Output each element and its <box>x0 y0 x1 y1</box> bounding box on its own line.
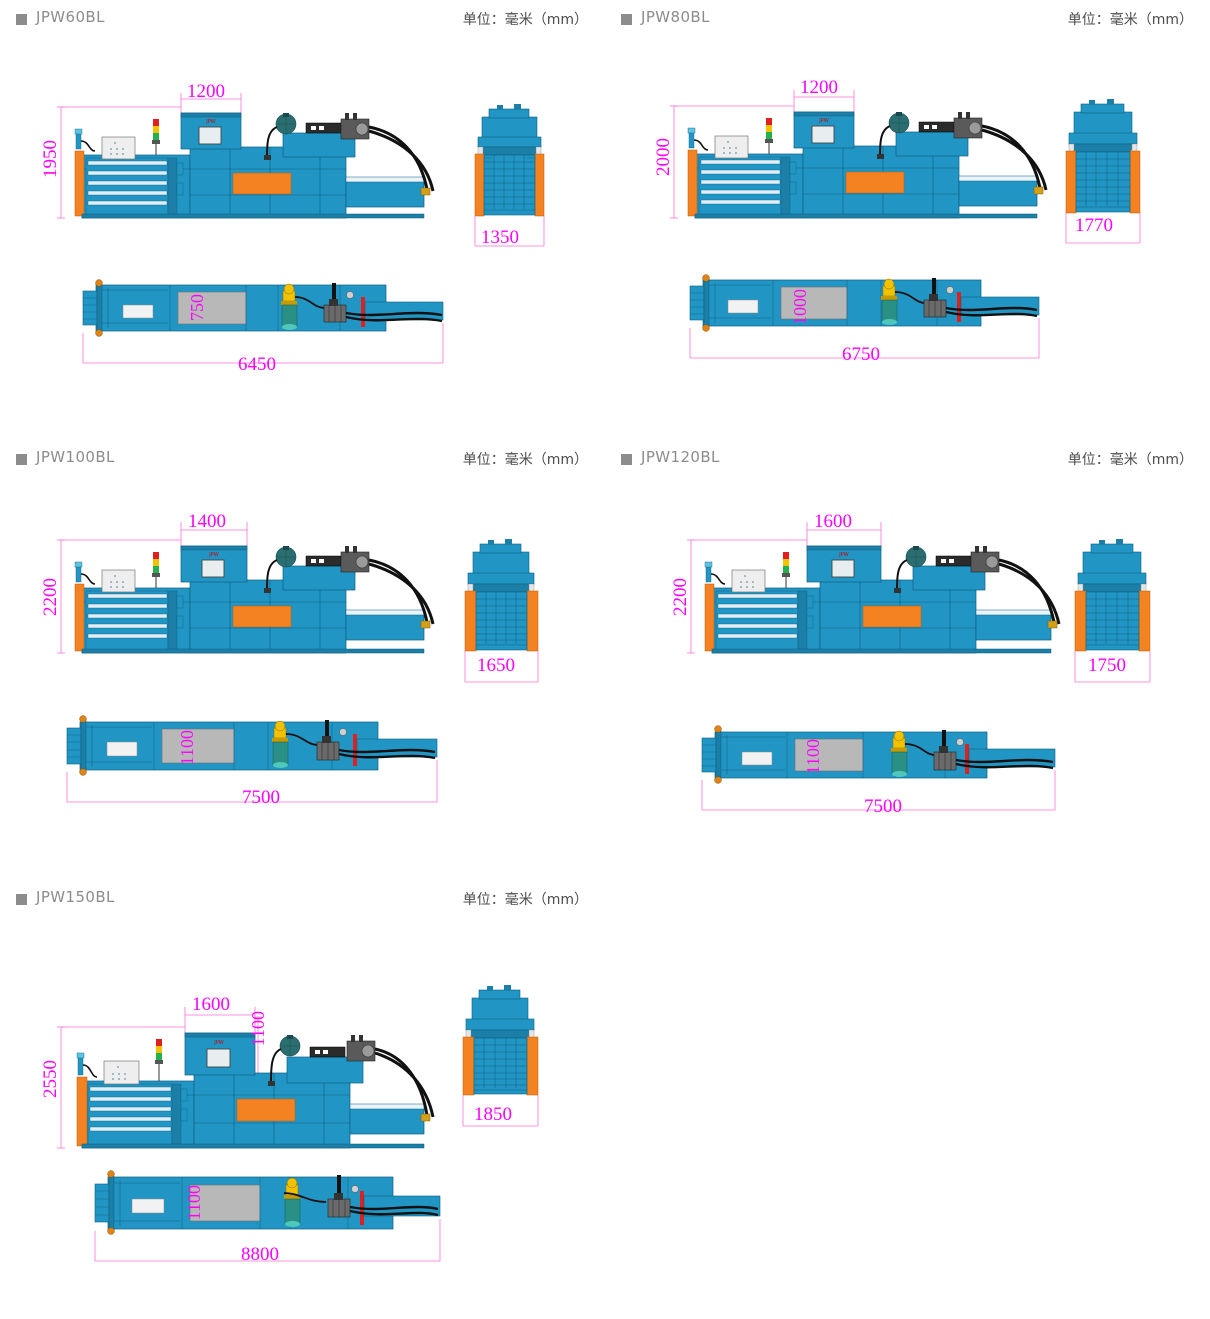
dim-end-width: 1350 <box>481 227 519 248</box>
front-elevation-view: JPW <box>687 522 1061 654</box>
dim-length: 7500 <box>864 796 902 817</box>
dim-plan-width: 1100 <box>184 1185 204 1221</box>
svg-text:JPW: JPW <box>205 119 215 125</box>
panel-title: JPW60BL <box>36 8 105 26</box>
dim-hopper-width: 1200 <box>800 77 838 98</box>
svg-text:JPW: JPW <box>208 552 218 558</box>
panel-title: JPW120BL <box>641 448 720 466</box>
end-view <box>464 539 539 683</box>
end-view <box>1074 539 1151 683</box>
machine-panel-jpw120bl: JPW120BL 单位：毫米（mm） <box>605 440 1210 880</box>
bullet-square-icon <box>16 894 27 905</box>
svg-text:JPW: JPW <box>818 118 828 124</box>
plan-view <box>66 715 438 803</box>
panel-title: JPW80BL <box>641 8 710 26</box>
dim-hopper-width: 1400 <box>188 511 226 532</box>
dim-height: 2200 <box>670 578 691 616</box>
dim-height: 2200 <box>40 578 61 616</box>
unit-label: 单位：毫米（mm） <box>1067 12 1193 28</box>
panel-header: JPW100BL 单位：毫米（mm） <box>0 440 605 474</box>
machine-panel-jpw80bl: JPW80BL 单位：毫米（mm） <box>605 0 1210 440</box>
panel-title: JPW100BL <box>36 448 115 466</box>
bullet-square-icon <box>621 14 632 25</box>
bullet-square-icon <box>621 454 632 465</box>
dim-length: 6450 <box>238 354 276 375</box>
dim-plan-width: 1100 <box>803 739 823 775</box>
dim-length: 6750 <box>842 344 880 365</box>
front-elevation-view: JPW <box>57 522 435 654</box>
end-view <box>474 104 545 247</box>
panel-header: JPW60BL 单位：毫米（mm） <box>0 0 605 34</box>
front-elevation-view: JPW <box>670 90 1048 219</box>
machine-panel-jpw150bl: JPW150BL 单位：毫米（mm） <box>0 880 605 1319</box>
dim-hopper-width: 1200 <box>187 81 225 102</box>
dim-hopper-width: 1600 <box>192 994 230 1015</box>
dim-extra-height: 1100 <box>248 1011 268 1047</box>
unit-label: 单位：毫米（mm） <box>462 452 588 468</box>
machine-panel-jpw100bl: JPW100BL 单位：毫米（mm） <box>0 440 605 880</box>
dim-length: 8800 <box>241 1244 279 1265</box>
machine-panel-jpw60bl: JPW60BL 单位：毫米（mm） <box>0 0 605 440</box>
front-elevation-view: JPW <box>57 93 435 219</box>
dim-end-width: 1650 <box>477 655 515 676</box>
unit-label: 单位：毫米（mm） <box>1067 452 1193 468</box>
front-elevation-view: JPW <box>57 1007 435 1149</box>
unit-label: 单位：毫米（mm） <box>462 892 588 908</box>
plan-view <box>82 279 444 364</box>
panel-header: JPW150BL 单位：毫米（mm） <box>0 880 605 914</box>
dim-plan-width: 750 <box>187 294 207 321</box>
dim-plan-width: 1100 <box>177 730 197 766</box>
bullet-square-icon <box>16 14 27 25</box>
dim-end-width: 1750 <box>1088 655 1126 676</box>
plan-view <box>94 1170 441 1262</box>
unit-label: 单位：毫米（mm） <box>462 12 588 28</box>
dim-plan-width: 1000 <box>790 289 810 325</box>
end-view <box>1065 99 1141 244</box>
panel-title: JPW150BL <box>36 888 115 906</box>
dim-height: 2000 <box>653 138 674 176</box>
svg-text:JPW: JPW <box>213 1040 223 1046</box>
dim-length: 7500 <box>242 787 280 808</box>
dim-height: 2550 <box>40 1060 61 1098</box>
panel-header: JPW80BL 单位：毫米（mm） <box>605 0 1210 34</box>
plan-view <box>701 725 1056 811</box>
dim-hopper-width: 1600 <box>814 511 852 532</box>
bullet-square-icon <box>16 454 27 465</box>
dim-height: 1950 <box>40 140 61 178</box>
svg-text:JPW: JPW <box>838 552 848 558</box>
dim-end-width: 1850 <box>474 1104 512 1125</box>
panel-header: JPW120BL 单位：毫米（mm） <box>605 440 1210 474</box>
end-view <box>462 985 539 1127</box>
plan-view <box>689 274 1040 359</box>
dim-end-width: 1770 <box>1075 215 1113 236</box>
